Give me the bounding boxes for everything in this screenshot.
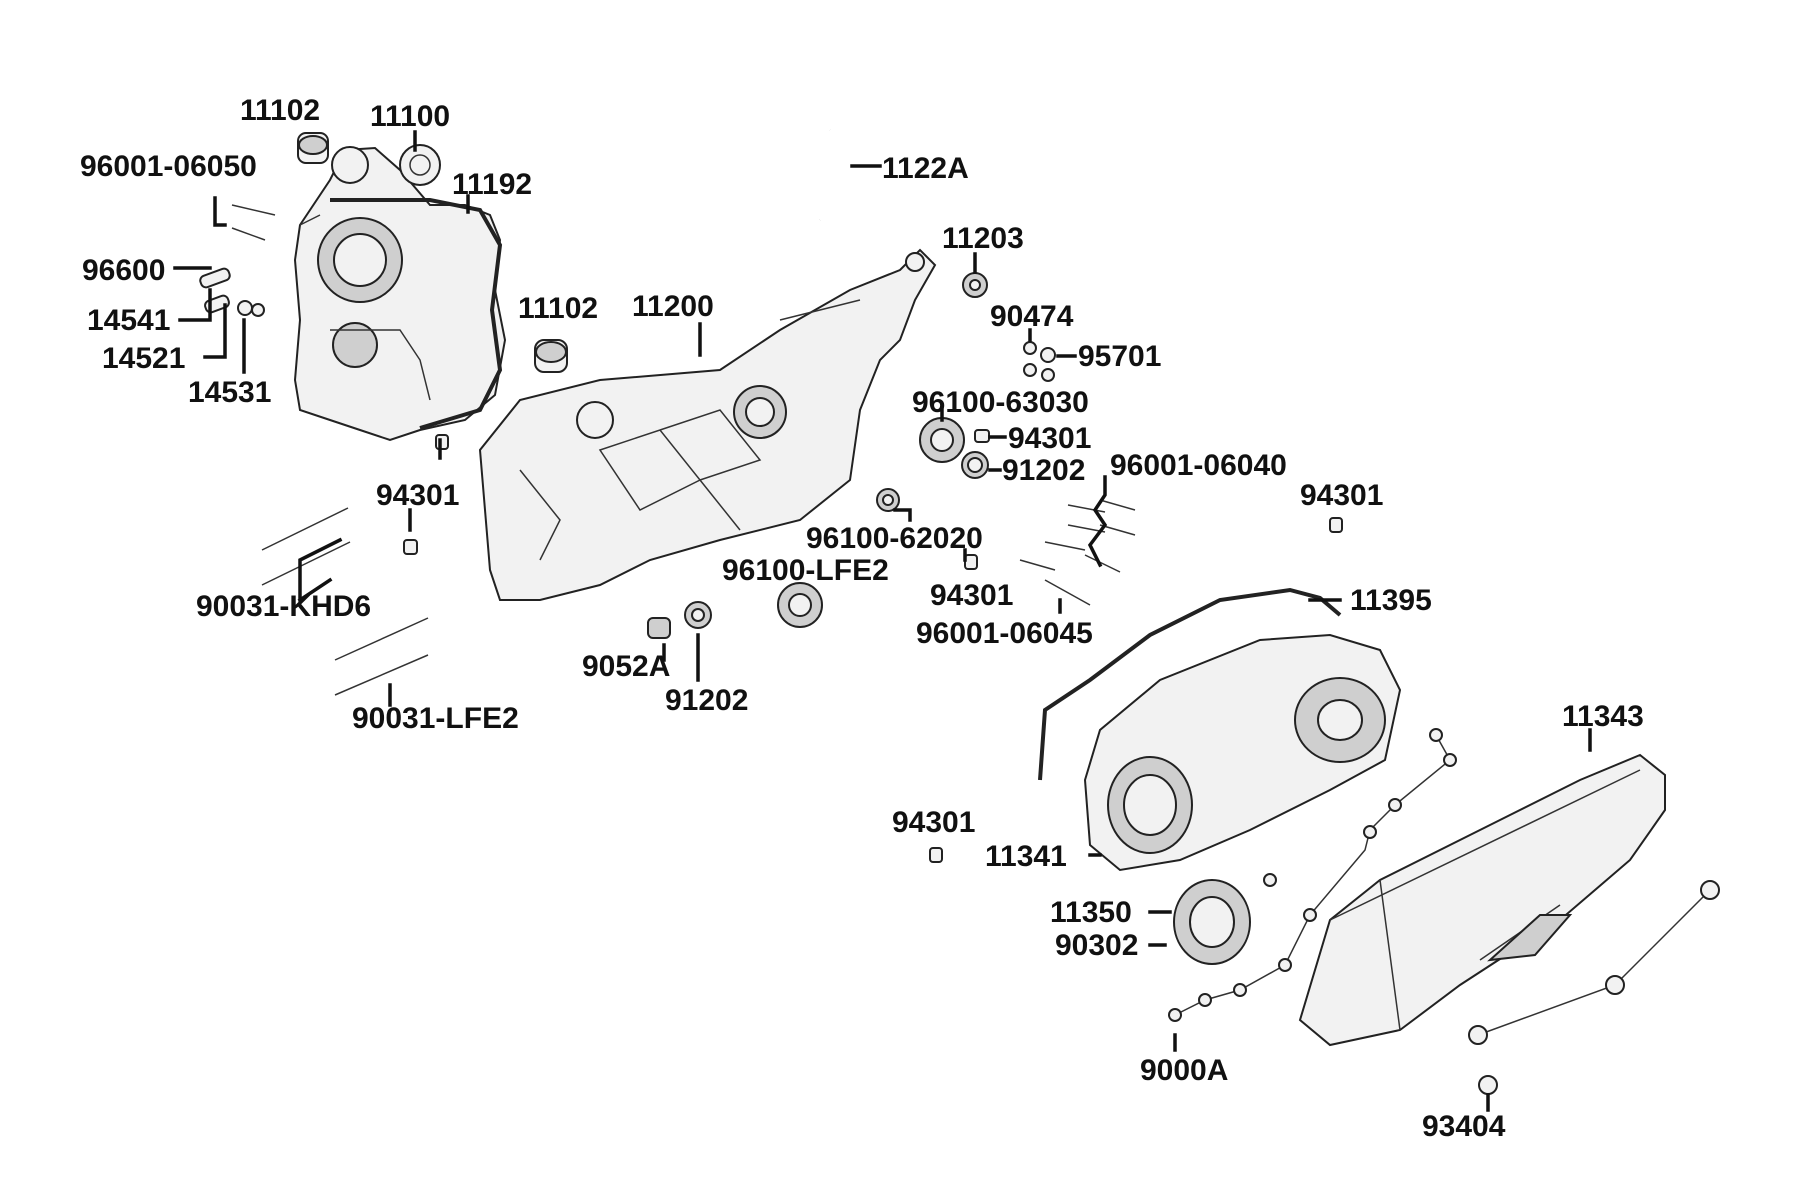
pin-94301-e [1329,517,1343,533]
label-96100-63030: 96100-63030 [912,386,1089,419]
label-9052A: 9052A [582,650,670,683]
label-11192: 11192 [452,168,532,201]
label-11100: 11100 [370,100,450,133]
label-94301-a: 94301 [1008,422,1091,455]
label-96600: 96600 [82,254,165,287]
seal-91202-b [684,601,712,629]
label-94301-d: 94301 [930,579,1013,612]
label-11350: 11350 [1050,896,1132,929]
label-96001-06040: 96001-06040 [1110,449,1287,482]
hose-1122A [819,128,852,222]
studs-90031-LFE2 [334,617,429,696]
screws-93404 [1468,880,1720,1095]
plug-9052A [647,617,671,639]
bearing-11203 [962,272,988,298]
bolts-96001-06045 [1044,579,1091,606]
label-11200: 11200 [632,290,714,323]
label-94301-b: 94301 [1300,479,1383,512]
bearing-96100-LFE2 [777,582,823,628]
label-11341: 11341 [985,840,1067,873]
label-9000A: 9000A [1140,1054,1228,1087]
label-11102-a: 11102 [240,94,320,127]
label-94301-c: 94301 [376,479,459,512]
leader-lines [173,130,1592,1112]
pin-94301-b [435,434,449,450]
fasteners-90474-95701 [1023,341,1056,382]
label-91202-a: 91202 [1002,454,1085,487]
label-11395: 11395 [1350,584,1432,617]
label-90302: 90302 [1055,929,1138,962]
cap-11350 [1173,879,1251,965]
label-94301-e: 94301 [892,806,975,839]
label-96001-06050: 96001-06050 [80,150,257,183]
studs-90031-KHD6 [261,507,351,586]
bushing-11102-mid [534,339,568,373]
pin-94301-c [403,539,418,555]
label-1122A: 1122A [882,152,969,185]
main-crankcase [478,248,937,601]
label-90474: 90474 [990,300,1074,333]
label-96100-62020: 96100-62020 [806,522,983,555]
screws-9000A [1168,728,1457,1022]
label-90031-LFE2: 90031-LFE2 [352,702,519,735]
label-14521: 14521 [102,342,185,375]
bolts-96001-06040 [1019,499,1136,573]
gasket-11395 [1038,587,1342,781]
part-labels: 11102 11100 96001-06050 11192 1122A 1120… [80,94,1644,1143]
label-11102-b: 11102 [518,292,598,325]
label-90031-KHD6: 90031-KHD6 [196,590,371,623]
label-96001-06045: 96001-06045 [916,617,1093,650]
label-96100-LFE2: 96100-LFE2 [722,554,889,587]
label-11203: 11203 [942,222,1024,255]
pin-94301-d [964,554,978,570]
seal-96100-62020 [876,488,900,512]
outer-cover-11343 [1298,753,1666,1047]
label-14531: 14531 [188,376,271,409]
pin-94301-a [974,429,990,443]
pin-94301-f [929,847,943,863]
inner-cover-11341 [1083,633,1402,872]
label-91202-b: 91202 [665,684,748,717]
bearing-96100-63030 [919,417,965,463]
label-11343: 11343 [1562,700,1644,733]
label-93404: 93404 [1422,1110,1506,1143]
bolts-96001-06050 [231,204,276,241]
seal-91202-a [961,451,989,479]
bushing-11102-top [297,132,329,164]
label-14541: 14541 [87,304,170,337]
left-crankcase [293,144,507,442]
label-95701: 95701 [1078,340,1161,373]
